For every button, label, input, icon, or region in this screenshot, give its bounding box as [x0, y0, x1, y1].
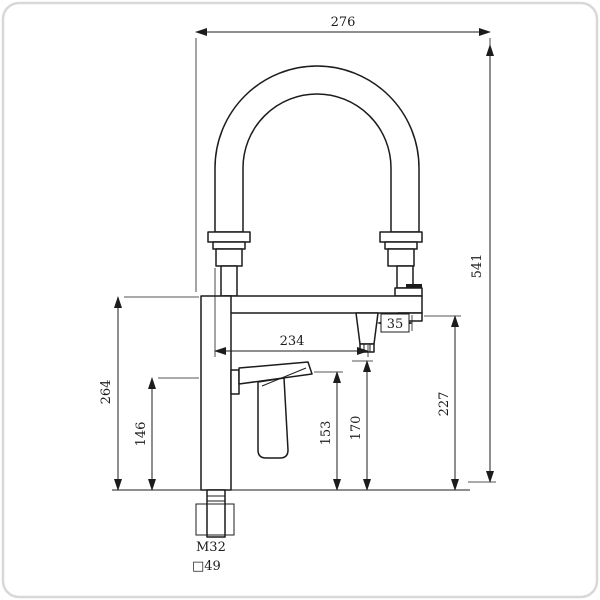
faucet-body: [200, 295, 232, 491]
dim-top-width-label: 276: [331, 15, 356, 30]
handle-lever: [238, 361, 313, 385]
dim-handle-base-height-label: 146: [134, 422, 149, 447]
dim-spout-reach-label: 234: [280, 334, 305, 349]
base-labels: M32 □49: [192, 540, 226, 574]
holder-bracket: [394, 287, 423, 297]
dimension-body-height: 264: [99, 296, 199, 491]
dimension-spout-reach: 234: [214, 268, 369, 357]
handle-pivot: [230, 369, 240, 395]
handle-detail-line: [261, 367, 307, 387]
dimension-overall-height: 541: [468, 44, 496, 483]
left-connector-nut: [207, 231, 251, 243]
dimension-outlet-offset: 35: [377, 313, 413, 333]
spout-arch: [214, 65, 420, 233]
base-square-label: □49: [192, 559, 221, 574]
dimension-handle-base-height: 146: [134, 377, 199, 491]
faucet-outline: [112, 65, 470, 538]
right-connector-body: [387, 248, 415, 267]
left-connector-collar: [212, 241, 246, 250]
dimension-deck-to-spout: 227: [424, 315, 461, 491]
threaded-shank: [206, 489, 226, 538]
dimension-outlet-height: 170: [349, 360, 373, 491]
base-square-outline: [195, 503, 235, 536]
dim-deck-to-spout-label: 227: [437, 392, 452, 417]
dim-outlet-offset-label: 35: [387, 317, 404, 332]
spout-bar: [223, 295, 423, 314]
dimension-top-width: 276: [195, 15, 491, 292]
dim-overall-height-label: 541: [470, 254, 485, 279]
thread-label: M32: [196, 540, 226, 555]
dim-outlet-height-label: 170: [349, 416, 364, 441]
handle-grip: [257, 377, 289, 459]
right-connector-collar: [384, 241, 418, 250]
right-connector-nut: [379, 231, 423, 243]
dim-handle-height-label: 153: [319, 421, 334, 446]
dimension-handle-height: 153: [314, 371, 343, 491]
dimension-box: [380, 313, 410, 333]
left-drop-tube: [220, 265, 238, 297]
spray-nozzle: [355, 312, 379, 345]
left-connector-body: [215, 248, 243, 267]
dim-body-height-label: 264: [99, 380, 114, 405]
